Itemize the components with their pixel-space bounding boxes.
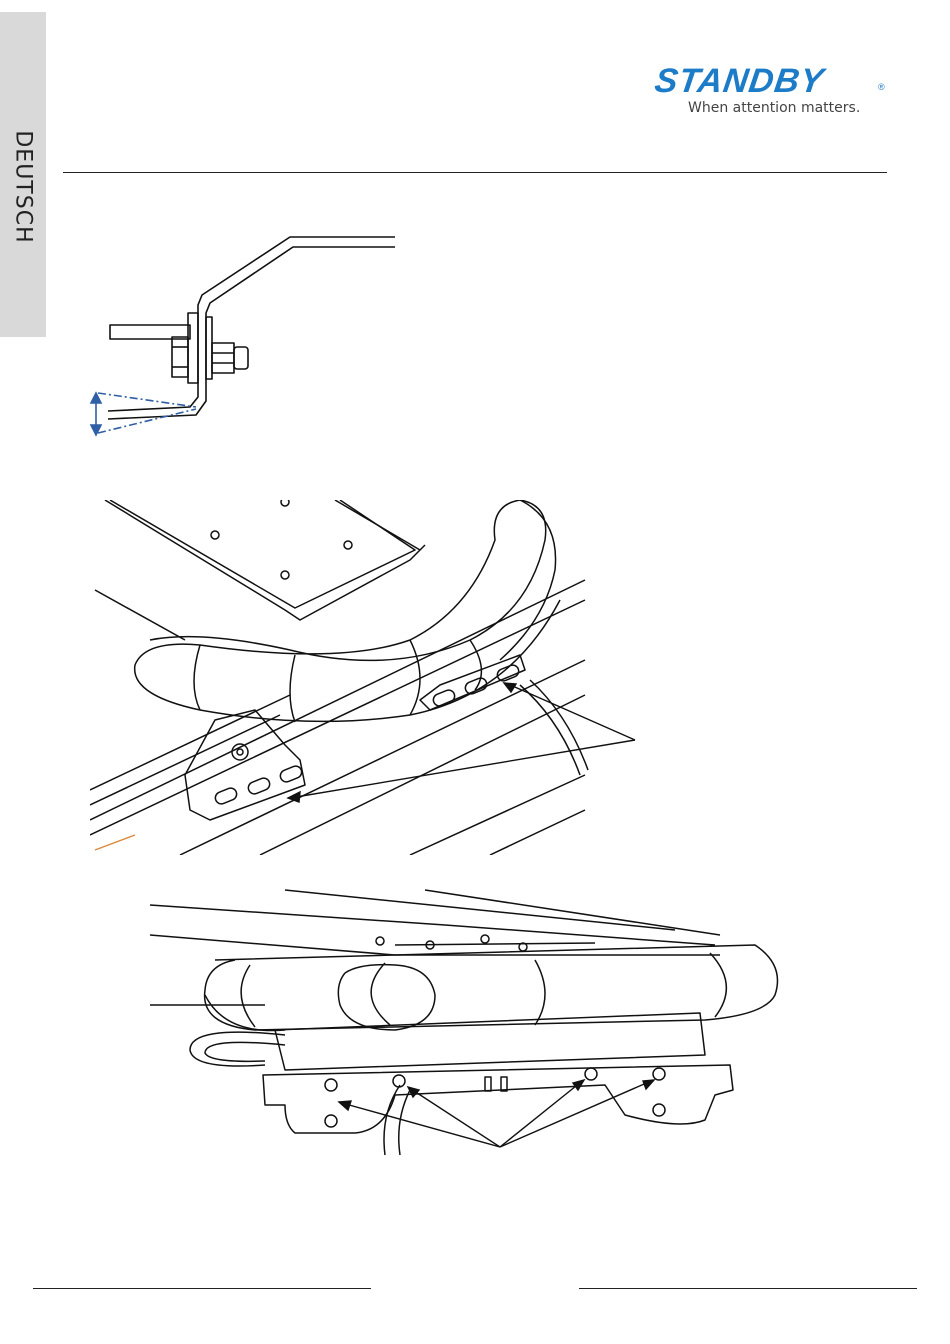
callout-arrow-icon <box>508 684 635 740</box>
mounting-hole <box>325 1079 337 1091</box>
language-side-tab: DEUTSCH <box>0 12 46 337</box>
lightbar-body <box>135 500 560 721</box>
callout-arrow-icon <box>342 1103 500 1147</box>
standby-logo: STANDBY ® When attention matters. <box>655 62 890 122</box>
bolt-head <box>172 337 188 377</box>
mounting-plate <box>188 313 198 383</box>
mounting-hole <box>653 1068 665 1080</box>
logo-wordmark: STANDBY <box>652 62 826 101</box>
callout-arrow-icon <box>500 1082 581 1147</box>
footer-divider-right <box>579 1288 917 1289</box>
callout-arrow-icon <box>290 740 635 798</box>
mounting-hole <box>585 1068 597 1080</box>
bracket-profile-drawing <box>80 225 410 445</box>
logo-registered-mark: ® <box>878 82 885 92</box>
angle-upper-line <box>98 393 196 407</box>
callout-arrow-icon <box>500 1081 651 1147</box>
mounting-bracket <box>263 1065 733 1133</box>
top-plate <box>110 500 415 608</box>
bracket-arm <box>108 237 395 411</box>
rear-bracket <box>420 655 525 710</box>
lens <box>338 965 435 1030</box>
mounting-hole <box>653 1104 665 1116</box>
header-divider <box>63 172 887 173</box>
mounting-hole <box>325 1115 337 1127</box>
angle-lower-line <box>98 409 196 433</box>
language-label: DEUTSCH <box>11 130 36 243</box>
nut <box>212 343 234 373</box>
callout-arrow-icon <box>411 1089 500 1147</box>
slotted-bracket-view <box>90 500 650 855</box>
mounting-holes-view <box>145 885 795 1160</box>
lightbar-body <box>205 945 778 1030</box>
footer-divider-left <box>33 1288 371 1289</box>
logo-tagline: When attention matters. <box>688 100 860 116</box>
